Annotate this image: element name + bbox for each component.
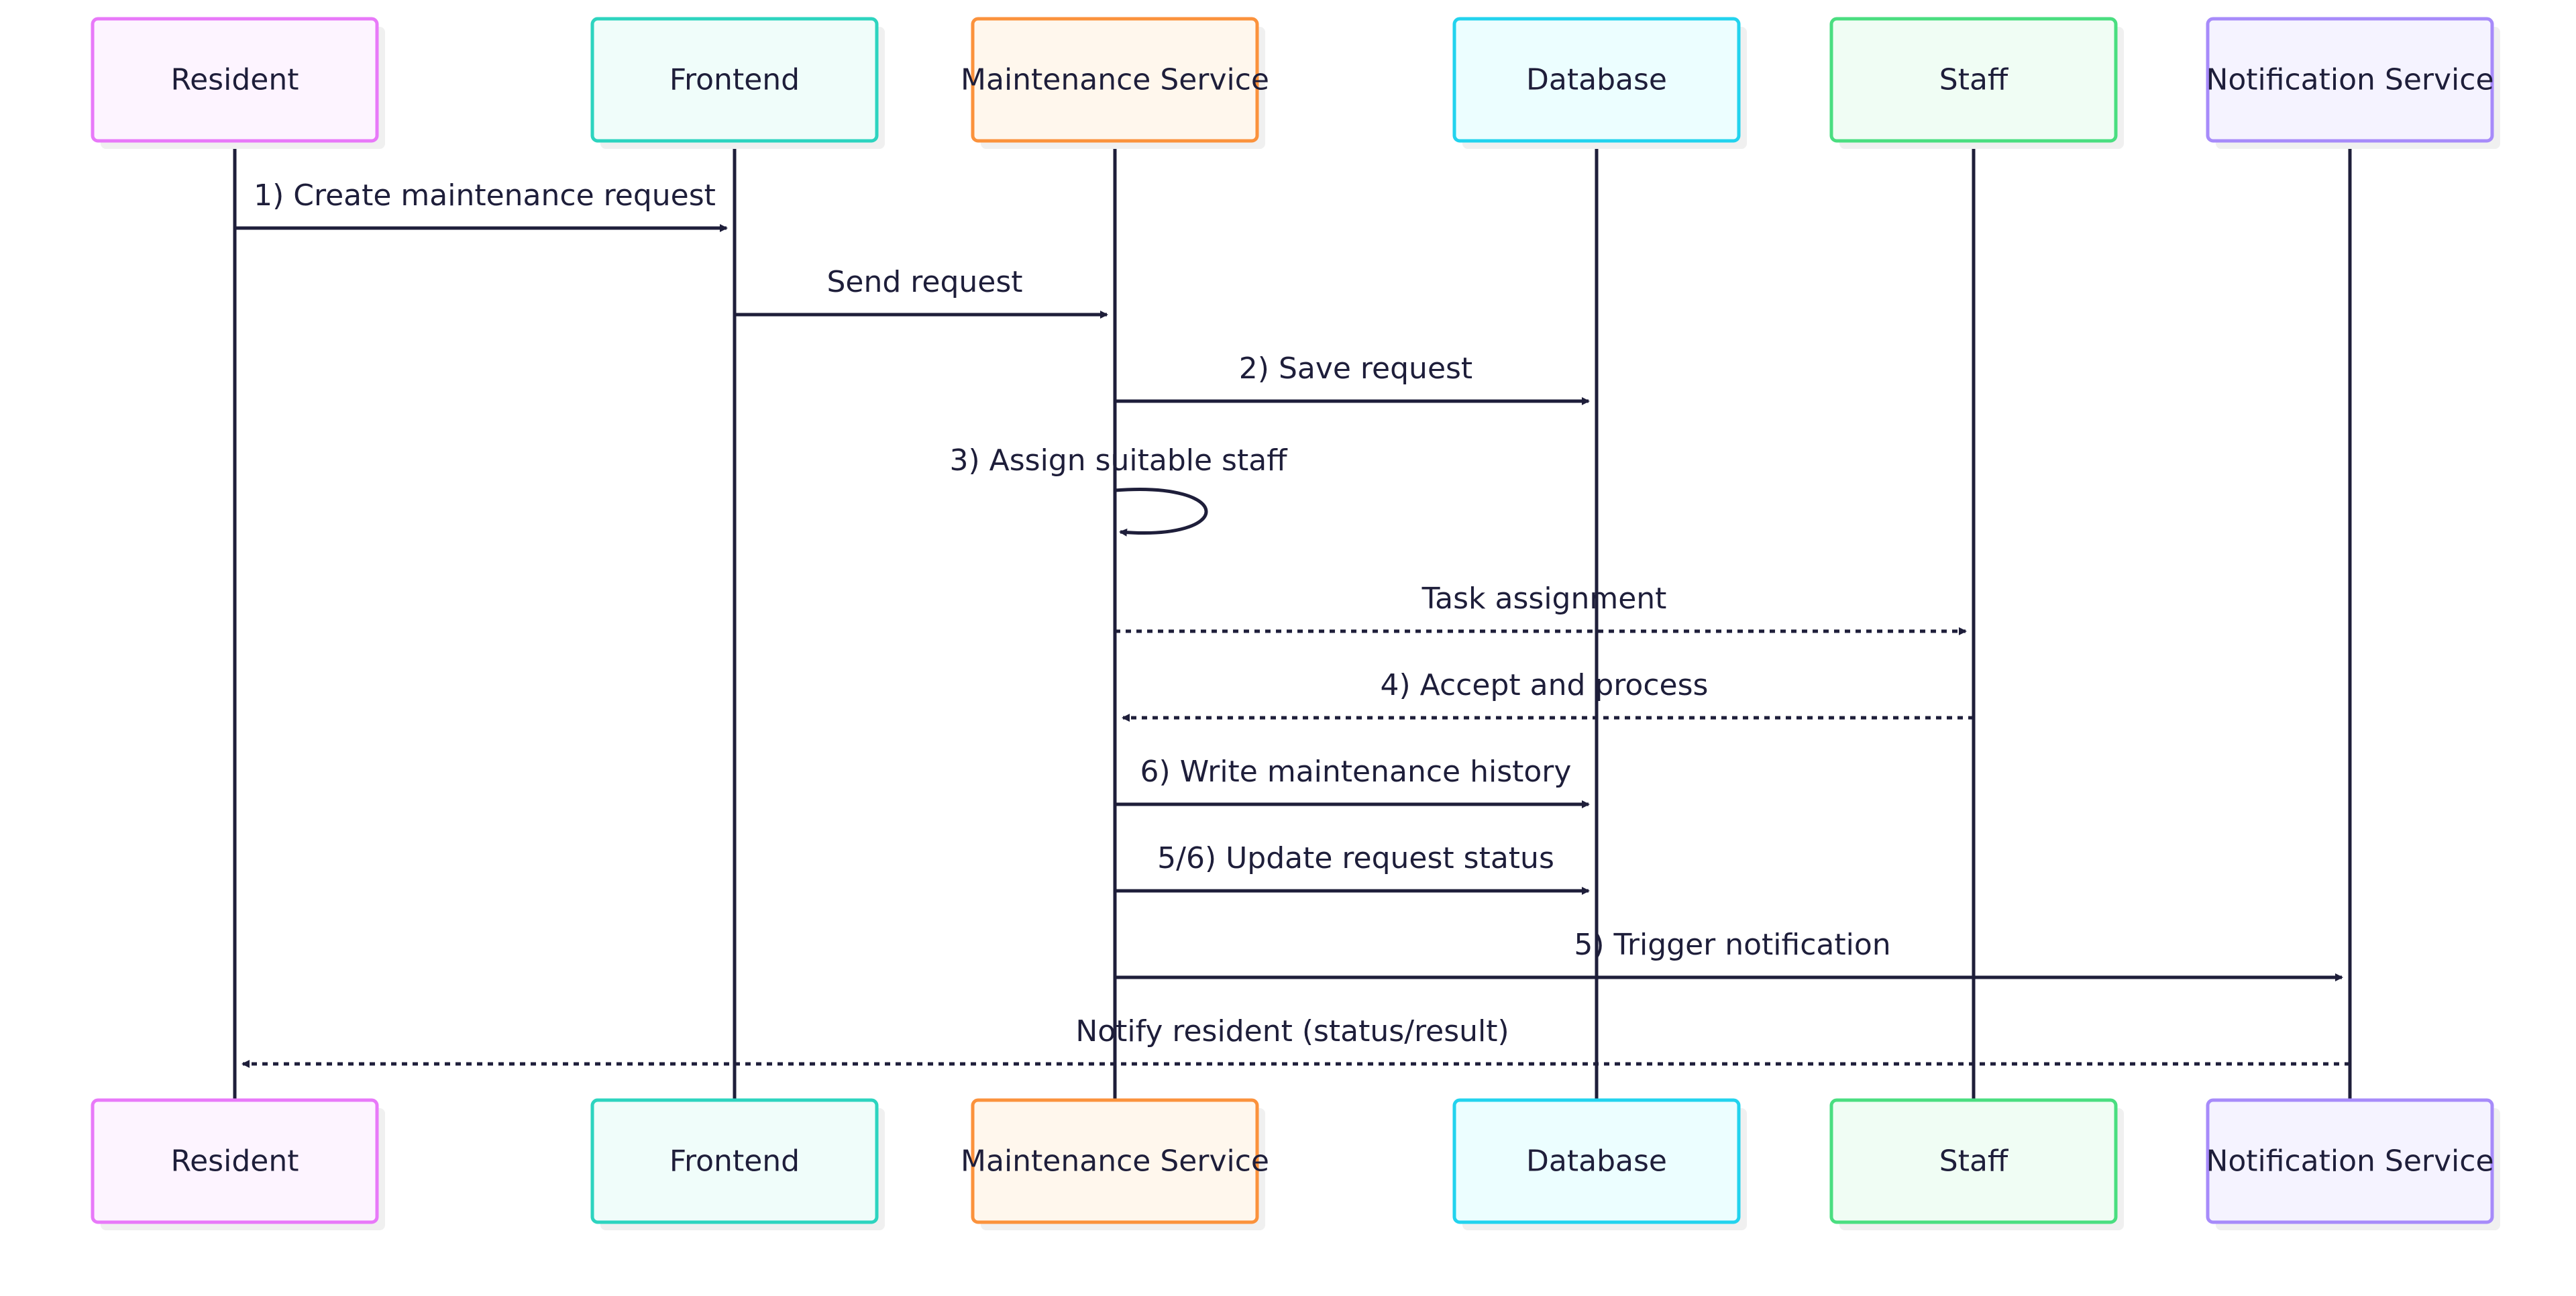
message-3: 2) Save request: [1115, 352, 1590, 405]
message-label: 2) Save request: [1239, 352, 1472, 386]
actor-database-bottom: Database: [1452, 1098, 1747, 1230]
actor-database-top: Database: [1452, 17, 1747, 149]
actor-label: Frontend: [669, 1144, 800, 1179]
actor-label: Notification Service: [2206, 63, 2493, 97]
actor-label: Notification Service: [2206, 1144, 2493, 1179]
message-label: 1) Create maintenance request: [254, 178, 716, 213]
message-7: 6) Write maintenance history: [1115, 755, 1590, 808]
message-label: Send request: [826, 265, 1022, 299]
actor-maintenance-top: Maintenance Service: [961, 17, 1269, 149]
message-label: Task assignment: [1421, 582, 1667, 616]
message-label: 3) Assign suitable staff: [949, 443, 1288, 478]
message-5: Task assignment: [1115, 582, 1967, 635]
actor-box: [971, 17, 1259, 143]
actor-box: [1452, 17, 1741, 143]
actor-notification-top: Notification Service: [2206, 17, 2500, 149]
actor-label: Maintenance Service: [961, 63, 1269, 97]
message-1: 1) Create maintenance request: [235, 178, 728, 232]
actor-box: [971, 1098, 1259, 1224]
actor-label: Frontend: [669, 63, 800, 97]
actor-box: [1829, 17, 2118, 143]
actor-staff-top: Staff: [1829, 17, 2124, 149]
actor-maintenance-bottom: Maintenance Service: [961, 1098, 1269, 1230]
message-label: 6) Write maintenance history: [1140, 755, 1572, 789]
actor-box: [590, 17, 879, 143]
actor-box: [2206, 1098, 2494, 1224]
actor-box: [91, 17, 379, 143]
actor-box: [1452, 1098, 1741, 1224]
actor-label: Maintenance Service: [961, 1144, 1269, 1179]
message-8: 5/6) Update request status: [1115, 841, 1590, 895]
message-10: Notify resident (status/result): [241, 1014, 2350, 1068]
message-2: Send request: [735, 265, 1108, 319]
message-6: 4) Accept and process: [1122, 668, 1974, 722]
message-label: 5/6) Update request status: [1157, 841, 1554, 875]
actor-label: Resident: [171, 63, 299, 97]
message-label: 5) Trigger notification: [1574, 928, 1890, 962]
actor-box: [590, 1098, 879, 1224]
actor-label: Database: [1526, 1144, 1667, 1179]
actor-box: [91, 1098, 379, 1224]
actor-frontend-top: Frontend: [590, 17, 885, 149]
actor-label: Staff: [1939, 63, 2009, 97]
actor-frontend-bottom: Frontend: [590, 1098, 885, 1230]
actor-label: Resident: [171, 1144, 299, 1179]
message-4: 3) Assign suitable staff: [949, 443, 1288, 537]
actor-resident-bottom: Resident: [91, 1098, 385, 1230]
actor-staff-bottom: Staff: [1829, 1098, 2124, 1230]
message-label: 4) Accept and process: [1381, 668, 1709, 702]
actor-box: [1829, 1098, 2118, 1224]
actor-label: Database: [1526, 63, 1667, 97]
message-arrow: [1114, 488, 1208, 537]
message-label: Notify resident (status/result): [1075, 1014, 1509, 1048]
message-9: 5) Trigger notification: [1115, 928, 2343, 981]
actor-notification-bottom: Notification Service: [2206, 1098, 2500, 1230]
actor-box: [2206, 17, 2494, 143]
actor-resident-top: Resident: [91, 17, 385, 149]
actor-label: Staff: [1939, 1144, 2009, 1179]
